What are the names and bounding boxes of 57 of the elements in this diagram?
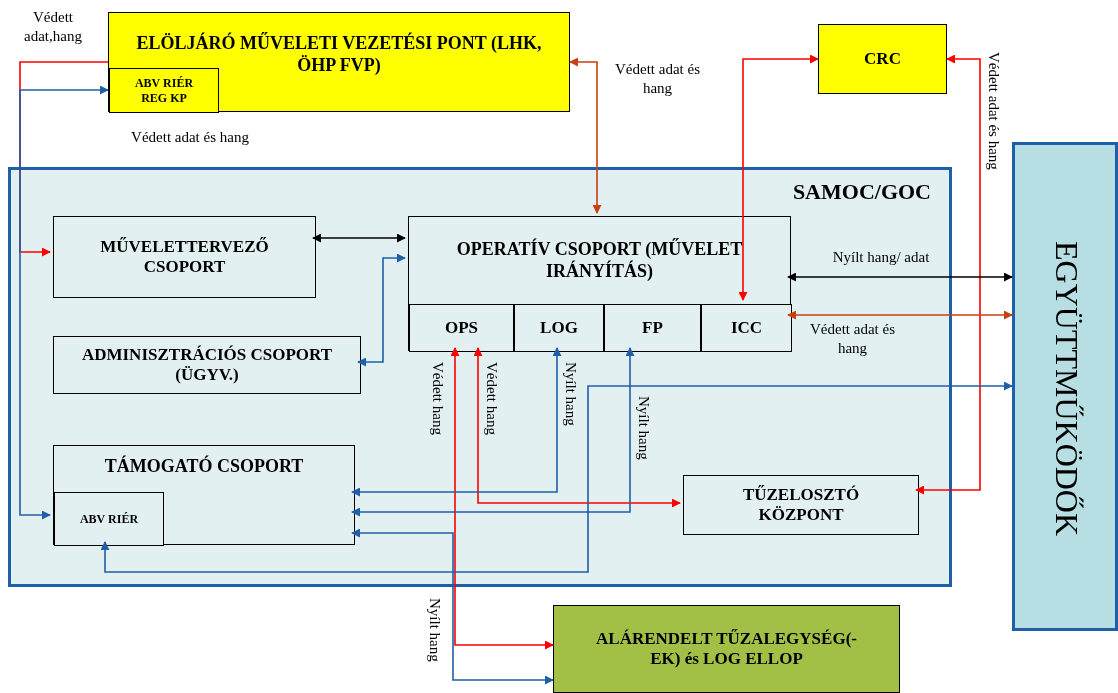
- process-box: [54, 492, 164, 546]
- process-box: [408, 216, 791, 351]
- edge-label: Nyílt hang: [634, 396, 653, 460]
- process-box: [514, 304, 604, 352]
- box-label: SAMOC/GOC: [792, 178, 931, 206]
- edge-label: Nyílt hang: [561, 362, 580, 426]
- connector-arrow: [473, 347, 681, 508]
- box-label: OPERATÍV CSOPORT (MŰVELET IRÁNYÍTÁS): [455, 239, 744, 283]
- connector-arrow: [787, 272, 1013, 282]
- connector-arrow: [357, 253, 406, 367]
- edge-label: Védett hang: [428, 362, 447, 435]
- box-label: OPS: [444, 317, 479, 339]
- box-label: ABV RIÉR REG KP: [133, 76, 195, 105]
- group-frame: [8, 167, 952, 587]
- connector-arrow: [450, 347, 554, 650]
- edge-label: Védett adat és hang: [809, 320, 896, 358]
- edge-label: Védett adat és hang: [614, 60, 701, 98]
- process-box: [53, 216, 316, 298]
- box-label: FP: [642, 317, 663, 339]
- process-box: [553, 605, 900, 693]
- connector-arrow: [100, 381, 1013, 573]
- connector-arrow: [312, 233, 406, 243]
- connector-arrow: [915, 54, 981, 495]
- connector-arrow: [787, 310, 1013, 320]
- box-label: ABV RIÉR: [79, 511, 139, 527]
- edge-label: Nyílt hang: [425, 598, 444, 662]
- box-label: EGYÜTTMŰKÖDŐK: [1048, 240, 1087, 537]
- process-box: [53, 336, 361, 394]
- box-label: CRC: [864, 48, 901, 70]
- process-box: [108, 12, 570, 112]
- connector-arrow: [351, 347, 562, 497]
- connector-arrow: [351, 528, 554, 685]
- process-box: [409, 304, 514, 352]
- connector-arrow: [351, 347, 635, 517]
- process-box: [818, 24, 947, 94]
- box-label: LOG: [540, 317, 578, 339]
- process-box: [701, 304, 792, 352]
- edge-label: Nyílt hang/ adat: [831, 248, 931, 267]
- box-label: TŰZELOSZTÓ KÖZPONT: [741, 484, 861, 526]
- box-label: ALÁRENDELT TŰZALEGYSÉG(-EK) és LOG ELLOP: [595, 628, 858, 670]
- connector-arrow: [19, 85, 109, 520]
- process-box: [1012, 142, 1118, 631]
- edge-label: Védett hang: [482, 362, 501, 435]
- process-box: [683, 475, 919, 535]
- edge-label: Védett adat és hang: [984, 52, 1003, 170]
- box-label: ELÖLJÁRÓ MŰVELETI VEZETÉSI PONT (LHK, ÖHP FVP): [135, 33, 543, 76]
- box-label: ICC: [730, 317, 763, 339]
- edge-label: Védett adat és hang: [130, 128, 250, 147]
- box-label: TÁMOGATÓ CSOPORT: [104, 456, 304, 478]
- process-box: [604, 304, 701, 352]
- process-box: [109, 68, 219, 113]
- connector-arrow: [738, 54, 819, 301]
- box-label: MŰVELETTERVEZŐ CSOPORT: [99, 236, 270, 278]
- process-box: [53, 445, 355, 545]
- box-label: ADMINISZTRÁCIÓS CSOPORT (ÜGYV.): [80, 344, 334, 386]
- edge-label: Védett adat,hang: [23, 8, 83, 46]
- connector-arrow: [569, 57, 602, 214]
